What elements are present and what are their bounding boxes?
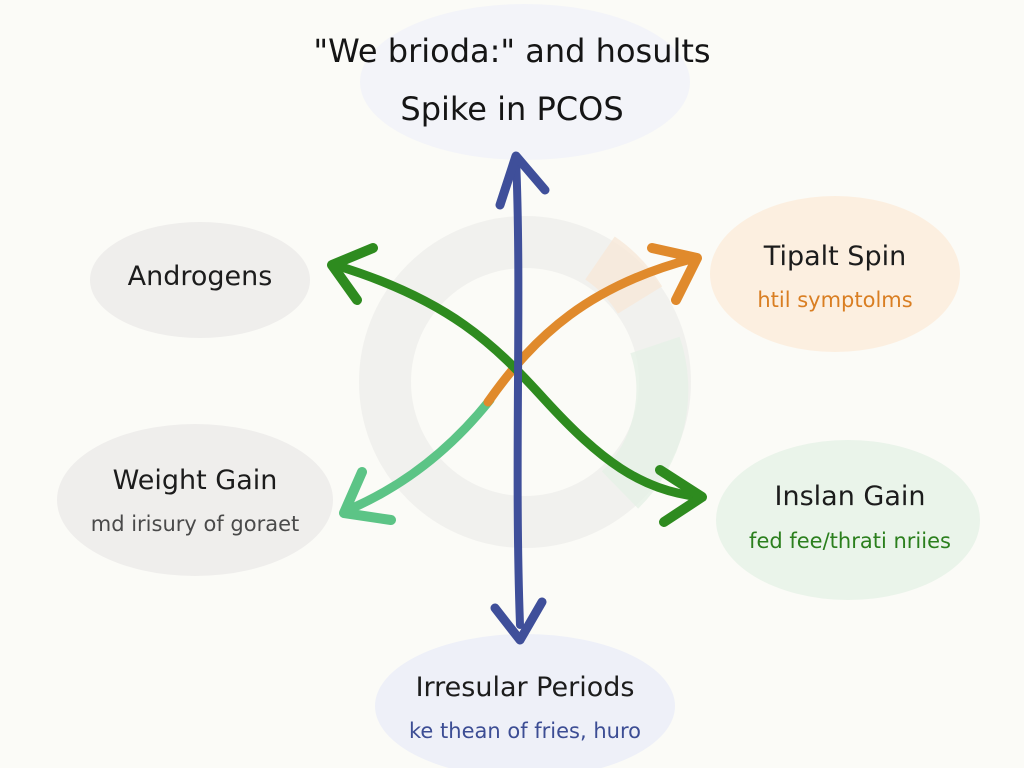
tipalt-subtitle: htil symptolms xyxy=(757,288,913,312)
page-title: "We brioda:" and hosults Spike in PCOS xyxy=(262,22,762,138)
vertical-arrow xyxy=(490,151,550,645)
inslan-title: Inslan Gain xyxy=(774,481,926,512)
androgens-inslan-arrow xyxy=(327,243,707,527)
title-bubble xyxy=(360,4,690,160)
weight-arrow xyxy=(339,395,495,525)
weight-bubble xyxy=(57,424,333,576)
inslan-bubble xyxy=(716,440,980,600)
weight-title: Weight Gain xyxy=(112,465,278,496)
title-line-1: "We brioda:" and hosults xyxy=(313,32,711,70)
tipalt-bubble xyxy=(710,196,960,352)
tipalt-arrow xyxy=(483,243,702,407)
irregular-subtitle: ke thean of fries, huro xyxy=(409,719,641,743)
androgens-title: Androgens xyxy=(127,261,273,292)
inslan-subtitle: fed fee/thrati nriies xyxy=(749,529,951,553)
tipalt-title: Tipalt Spin xyxy=(763,241,907,272)
androgens-bubble xyxy=(90,222,310,338)
irregular-title: Irresular Periods xyxy=(415,672,635,703)
weight-subtitle: md irisury of goraet xyxy=(90,512,300,536)
title-line-2: Spike in PCOS xyxy=(400,90,624,128)
irregular-bubble xyxy=(375,634,675,768)
